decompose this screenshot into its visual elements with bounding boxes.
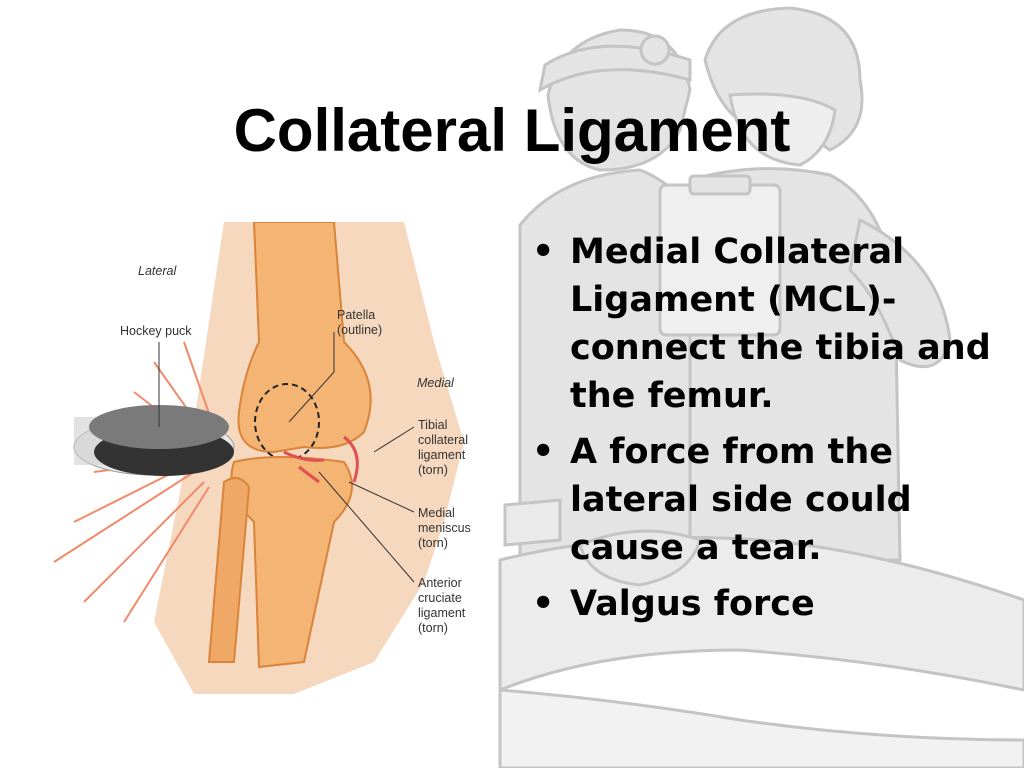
bullet-dot-icon: • [532,232,555,272]
label-patella: Patella (outline) [337,308,383,337]
bullet-text: Medial Collateral Ligament (MCL)- connec… [570,232,991,416]
knee-diagram [53,222,464,694]
knee-injury-illustration: Lateral Hockey puck Patella (outline) Me… [44,222,484,694]
label-hockey-puck: Hockey puck [120,324,192,338]
bullet-item: • Medial Collateral Ligament (MCL)- conne… [530,228,1000,420]
bullet-item: • A force from the lateral side could cau… [530,428,1000,572]
slide-title: Collateral Ligament [233,97,791,164]
bullet-list: • Medial Collateral Ligament (MCL)- conne… [530,228,1000,636]
label-lateral: Lateral [138,264,177,278]
label-tibial-collateral-ligament: Tibial collateral ligament (torn) [418,418,469,477]
label-acl: Anterior cruciate ligament (torn) [418,576,466,635]
label-medial-meniscus: Medial meniscus (torn) [418,506,471,550]
bullet-dot-icon: • [532,584,555,624]
bullet-dot-icon: • [532,432,555,472]
bullet-text: Valgus force [570,584,815,624]
label-medial: Medial [417,376,454,390]
bullet-text: A force from the lateral side could caus… [570,432,912,568]
bullet-item: • Valgus force [530,580,1000,628]
hockey-puck-drawing [73,405,235,476]
